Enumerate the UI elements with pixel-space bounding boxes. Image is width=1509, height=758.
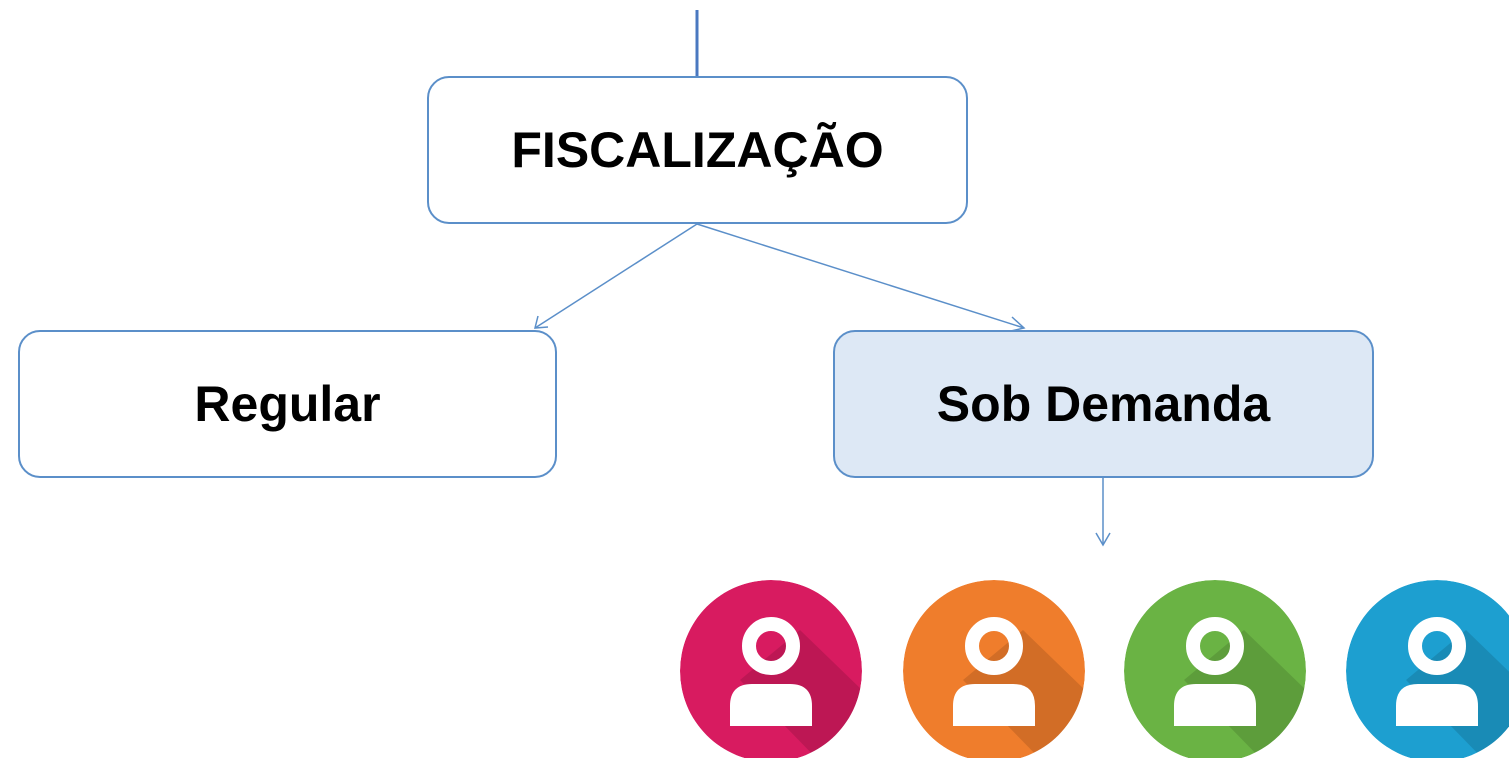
node-fiscalizacao: FISCALIZAÇÃO [427,76,968,224]
person-icon [903,580,1085,758]
person-icon [1346,580,1509,758]
node-sob-demanda: Sob Demanda [833,330,1374,478]
node-regular-label: Regular [194,376,381,432]
arrowhead-people [1095,532,1111,547]
arrowhead-regular [534,315,549,329]
node-sob-demanda-label: Sob Demanda [936,376,1271,432]
person-icon [1124,580,1306,758]
node-fiscalizacao-label: FISCALIZAÇÃO [511,122,884,178]
connector-root-to-sob-demanda [696,223,1025,329]
connector-root-to-regular [534,223,698,329]
node-regular: Regular [18,330,557,478]
person-icon [680,580,862,758]
